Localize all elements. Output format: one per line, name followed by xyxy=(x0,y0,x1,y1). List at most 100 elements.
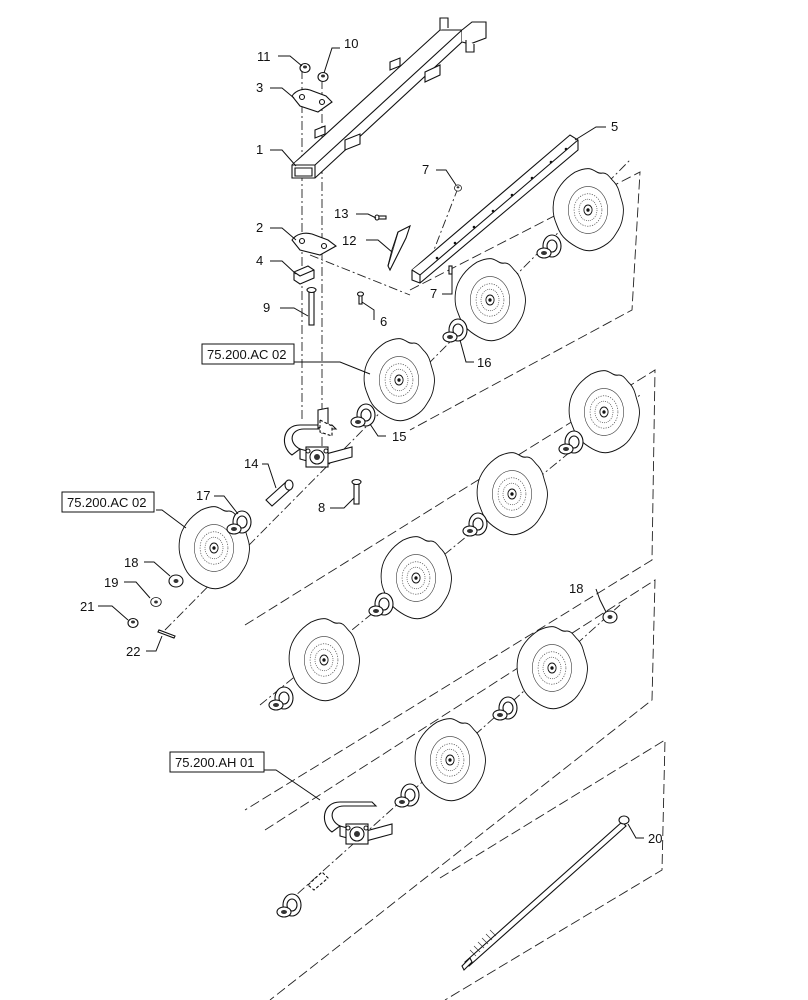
bearing-middle-2 xyxy=(462,512,488,537)
dashed-group-box-lower xyxy=(264,579,656,1000)
leader-16 xyxy=(459,339,474,363)
callout-14: 14 xyxy=(244,456,258,471)
callout-10: 10 xyxy=(344,36,358,51)
bearing-lower-2 xyxy=(394,783,420,808)
spacer-sleeve-lower xyxy=(307,871,329,891)
disc-hub-bracket-lower xyxy=(323,801,393,845)
reference-box-3[interactable]: 75.200.AH 01 xyxy=(169,751,265,773)
disc-blade-top-right xyxy=(552,168,624,252)
leader-4 xyxy=(270,260,297,275)
disc-blade-middle-4 xyxy=(288,618,360,702)
bearing-lower-bottom xyxy=(276,893,302,918)
part-20-axle-rod xyxy=(461,815,630,971)
callout-1: 1 xyxy=(256,142,263,157)
reference-label-2: 75.200.AC 02 xyxy=(67,495,147,510)
leader-9 xyxy=(280,307,309,317)
callout-13: 13 xyxy=(334,206,348,221)
part-12-scraper-blade xyxy=(387,224,411,272)
leader-15 xyxy=(369,423,386,437)
bearing-top-right xyxy=(536,234,562,259)
callout-7a: 7 xyxy=(422,162,429,177)
leader-8 xyxy=(330,497,355,509)
part-2-lower-plate xyxy=(291,232,338,256)
callout-3: 3 xyxy=(256,80,263,95)
bearing-middle-1 xyxy=(558,430,584,455)
leader-14 xyxy=(262,463,277,489)
callout-5: 5 xyxy=(611,119,618,134)
disc-blade-lower-left xyxy=(414,718,486,802)
reference-box-1[interactable]: 75.200.AC 02 xyxy=(201,343,295,365)
leader-3 xyxy=(270,87,295,99)
callout-8: 8 xyxy=(318,500,325,515)
callout-12: 12 xyxy=(342,233,356,248)
part-11-nut xyxy=(299,62,311,74)
reference-label-1: 75.200.AC 02 xyxy=(207,347,287,362)
part-7-bolt-lower xyxy=(448,265,453,275)
callout-9: 9 xyxy=(263,300,270,315)
reference-box-2[interactable]: 75.200.AC 02 xyxy=(61,491,155,513)
part-8-bolt xyxy=(351,478,362,505)
callout-11: 11 xyxy=(257,49,271,64)
leader-18b xyxy=(595,588,607,613)
part-21-nut xyxy=(127,617,139,629)
part-5-scraper-bar xyxy=(411,134,579,284)
callout-2: 2 xyxy=(256,220,263,235)
part-22-cotter-pin xyxy=(157,629,176,639)
leader-13 xyxy=(356,213,377,219)
leader-7b xyxy=(442,274,453,295)
callout-22: 22 xyxy=(126,644,140,659)
part-18-washer-lower xyxy=(602,610,618,624)
reference-label-3: 75.200.AH 01 xyxy=(175,755,255,770)
leader-17 xyxy=(214,495,239,515)
part-6-bolt xyxy=(356,291,365,305)
part-3-mounting-plate xyxy=(291,88,333,113)
callout-6: 6 xyxy=(380,314,387,329)
leader-ref-3 xyxy=(264,769,321,801)
centerline-frame xyxy=(309,254,411,296)
bearing-lower-1 xyxy=(492,696,518,721)
callout-21: 21 xyxy=(80,599,94,614)
callout-18a: 18 xyxy=(124,555,138,570)
leader-5 xyxy=(574,126,606,141)
leader-21 xyxy=(98,605,129,621)
callout-18b: 18 xyxy=(569,581,583,596)
disc-hub-bracket-upper xyxy=(283,424,353,468)
part-1-frame-tube xyxy=(291,17,487,179)
part-9-long-bolt xyxy=(306,286,317,326)
disc-blade-lower-right xyxy=(516,626,588,710)
leader-11 xyxy=(278,55,303,67)
disc-blade-top-left xyxy=(363,338,435,422)
callout-16: 16 xyxy=(477,355,491,370)
callout-19: 19 xyxy=(104,575,118,590)
leader-6 xyxy=(361,301,375,320)
callout-17: 17 xyxy=(196,488,210,503)
centerline-fastener-7 xyxy=(431,187,459,256)
callout-7b: 7 xyxy=(430,286,437,301)
leader-18 xyxy=(144,561,171,577)
leader-ref-2 xyxy=(156,509,187,529)
part-15-bearing xyxy=(350,403,376,428)
leader-1 xyxy=(270,149,297,167)
leader-22 xyxy=(146,635,163,652)
part-7-nut-upper xyxy=(454,184,462,192)
leader-10 xyxy=(323,47,340,74)
leader-ref-1 xyxy=(294,361,371,375)
dashed-group-box-rod xyxy=(439,739,666,1000)
dashed-group-box-upper xyxy=(409,171,641,431)
part-19-washer xyxy=(150,597,162,607)
callout-20: 20 xyxy=(648,831,662,846)
part-4-small-bracket xyxy=(293,265,315,285)
part-18-washer xyxy=(168,574,184,588)
callout-4: 4 xyxy=(256,253,263,268)
leader-19 xyxy=(124,581,151,599)
part-14-spacer-sleeve xyxy=(265,479,294,507)
bearing-middle-4 xyxy=(268,686,294,711)
callout-15: 15 xyxy=(392,429,406,444)
leader-2 xyxy=(270,227,297,241)
bearing-middle-3 xyxy=(368,592,394,617)
part-16-bearing xyxy=(442,318,468,343)
leader-12 xyxy=(366,239,393,253)
part-10-nut xyxy=(317,71,329,83)
leader-7a xyxy=(436,169,457,186)
